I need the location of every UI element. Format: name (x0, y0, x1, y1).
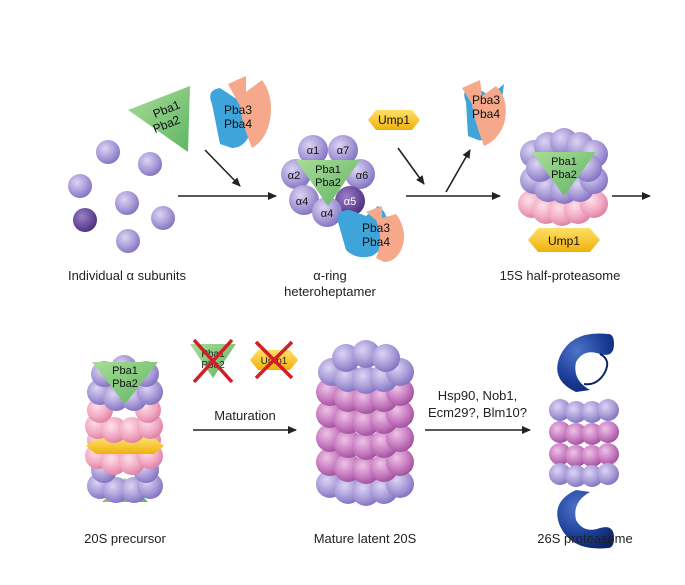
svg-text:Pba4: Pba4 (224, 117, 252, 131)
svg-text:α7: α7 (337, 145, 349, 157)
svg-text:α5: α5 (344, 196, 356, 208)
label-heteroheptamer: heteroheptamer (284, 284, 376, 299)
svg-text:Pba1: Pba1 (201, 349, 225, 360)
svg-text:α4: α4 (321, 208, 333, 220)
svg-text:Pba1: Pba1 (315, 164, 341, 176)
label-mature-latent-20s: Mature latent 20S (313, 531, 417, 546)
ump1-chaperone-1: Ump1 (368, 110, 420, 130)
svg-text:Ump1: Ump1 (378, 113, 410, 127)
svg-text:Pba4: Pba4 (472, 107, 500, 121)
arrow-pba34-release (445, 149, 471, 193)
svg-text:α1: α1 (307, 145, 319, 157)
label-15s-half-proteasome: 15S half-proteasome (499, 268, 621, 283)
label-factors-line1: Hsp90, Nob1, (437, 388, 518, 403)
label-individual-alpha-subunits: Individual α subunits (67, 268, 187, 283)
label-26s-proteasome: 26S proteasome (537, 531, 633, 546)
pba3-pba4-released: Pba3 Pba4 (462, 80, 506, 146)
svg-text:Ump1: Ump1 (548, 234, 580, 248)
half-proteasome-15s: Pba1 Pba2 Ump1 (518, 128, 608, 252)
label-maturation: Maturation (214, 408, 276, 423)
pba1-pba2-chaperone-1: Pba1 Pba2 (128, 86, 190, 152)
mature-latent-20s (316, 340, 414, 506)
alpha-ring-heteroheptamer: α1 α7 α2 α6 α4 α4 α5 Pba1 Pba2 Pba3 Pba4 (281, 135, 404, 262)
label-20s-precursor: 20S precursor (84, 531, 166, 546)
pba1-pba2-removed: Pba1 Pba2 (190, 338, 236, 384)
precursor-20s: Pba1 Pba2 (85, 355, 164, 503)
label-alpha-ring: α-ring (313, 268, 347, 283)
svg-text:Pba1: Pba1 (112, 365, 138, 377)
svg-text:α6: α6 (356, 170, 368, 182)
svg-text:Pba4: Pba4 (362, 235, 390, 249)
label-factors-line2: Ecm29?, Blm10? (428, 405, 527, 420)
svg-text:α2: α2 (288, 170, 300, 182)
svg-text:Pba3: Pba3 (362, 221, 390, 235)
svg-text:Pba3: Pba3 (472, 93, 500, 107)
svg-text:α4: α4 (296, 196, 308, 208)
arrow-chaperones-to-ring (204, 149, 241, 187)
svg-text:Pba2: Pba2 (551, 169, 577, 181)
pba3-pba4-chaperone-1: Pba3 Pba4 (210, 76, 271, 148)
individual-alpha-subunits (68, 140, 175, 253)
ump1-removed: Ump1 (250, 340, 298, 380)
svg-text:Pba2: Pba2 (112, 378, 138, 390)
svg-text:Pba3: Pba3 (224, 103, 252, 117)
proteasome-26s (549, 333, 619, 549)
svg-text:Pba2: Pba2 (201, 360, 225, 371)
svg-text:Pba2: Pba2 (315, 177, 341, 189)
arrow-ump1-in (397, 147, 425, 185)
svg-text:Pba1: Pba1 (551, 156, 577, 168)
dark-alpha-subunit (73, 208, 97, 232)
